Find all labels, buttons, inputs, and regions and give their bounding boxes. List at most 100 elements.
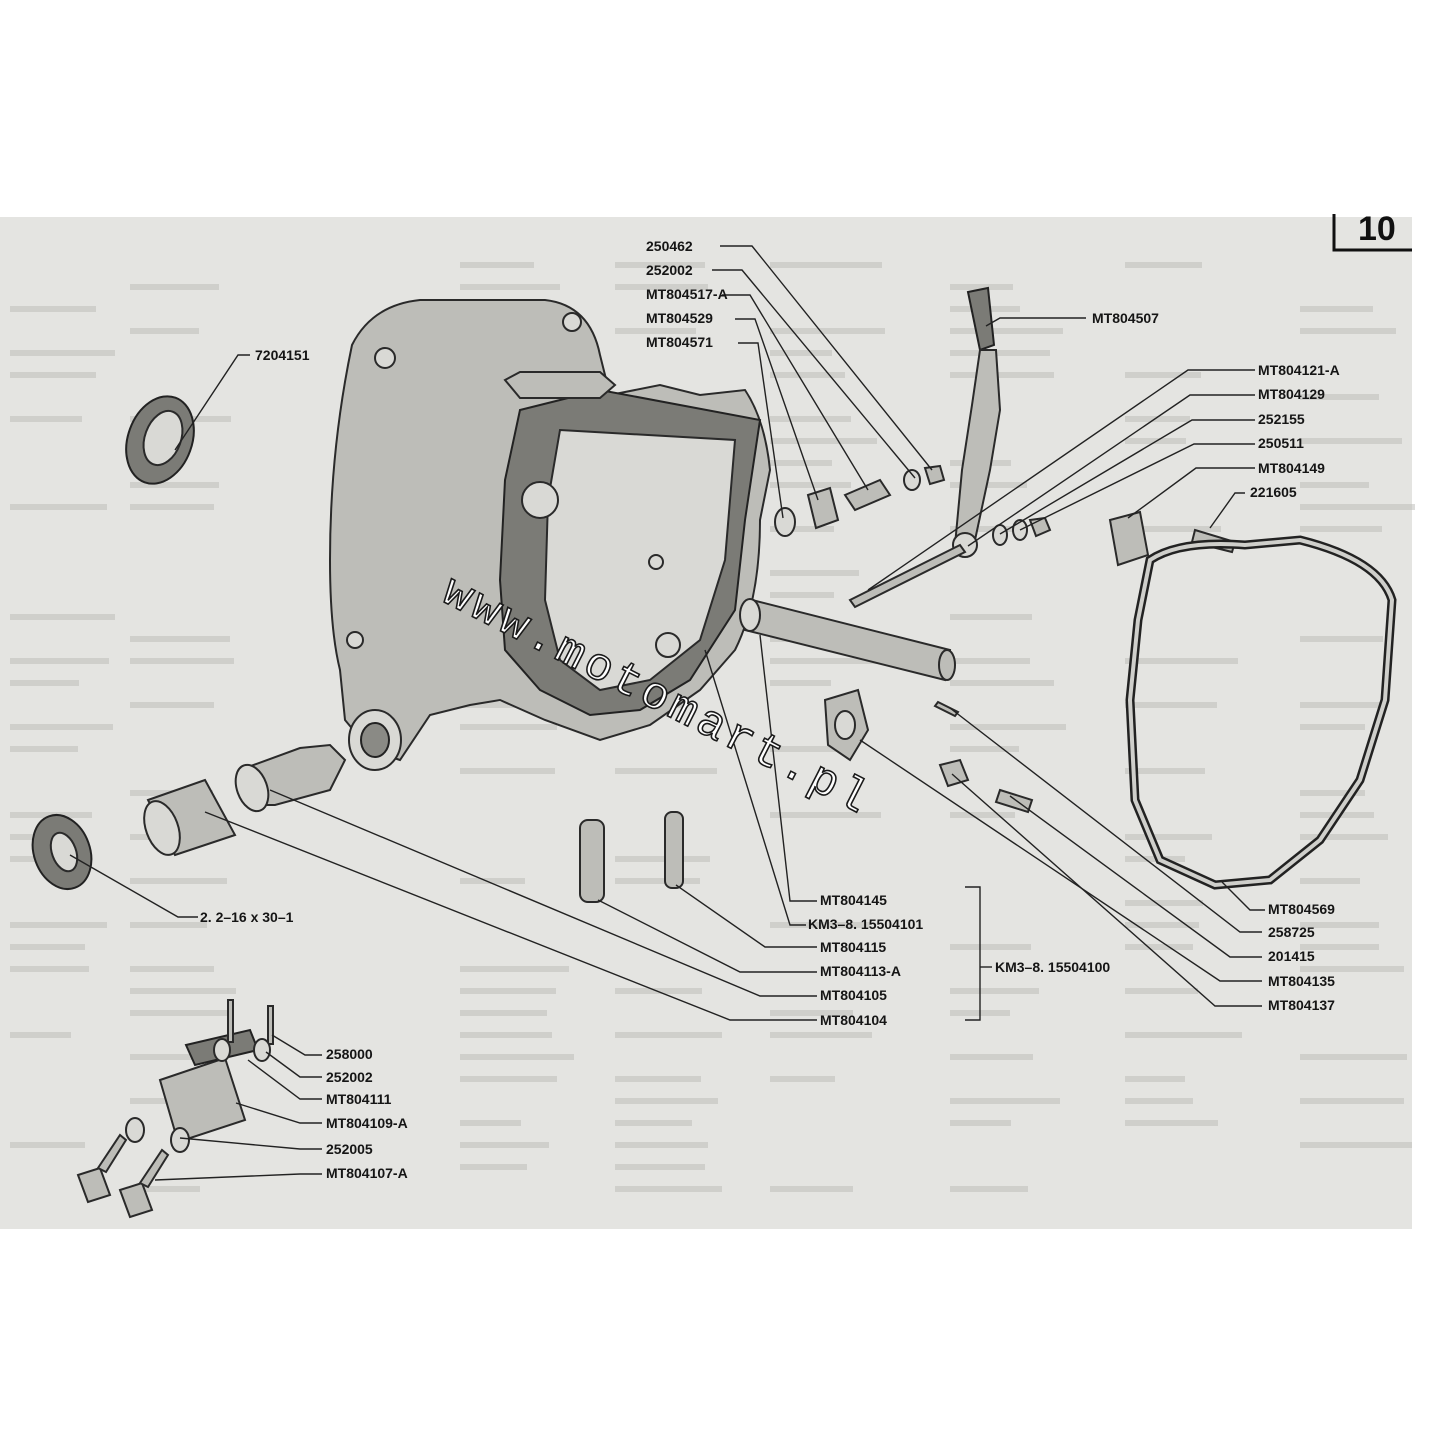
label-MT804571: MT804571 xyxy=(646,334,713,350)
background-text-bar xyxy=(460,768,555,774)
background-text-bar xyxy=(615,284,708,290)
background-text-bar xyxy=(770,482,851,488)
background-text-bar xyxy=(950,680,1054,686)
background-text-bar xyxy=(1125,1076,1185,1082)
background-text-bar xyxy=(615,856,710,862)
background-text-bar xyxy=(950,614,1032,620)
background-text-bar xyxy=(460,1010,547,1016)
background-text-bar xyxy=(770,372,845,378)
background-text-bar xyxy=(950,350,1050,356)
background-text-bar xyxy=(1300,504,1415,510)
background-text-bar xyxy=(950,328,1063,334)
background-text-bar xyxy=(770,1032,872,1038)
background-text-bar xyxy=(615,1142,708,1148)
background-text-bar xyxy=(130,1054,208,1060)
background-text-bar xyxy=(770,658,879,664)
background-text-bar xyxy=(615,1076,701,1082)
background-text-bar xyxy=(615,262,705,268)
background-text-bar xyxy=(460,1032,552,1038)
label-MT804111: MT804111 xyxy=(326,1091,392,1107)
background-text-bar xyxy=(130,1010,233,1016)
background-text-bar xyxy=(10,922,107,928)
label-250511: 250511 xyxy=(1258,435,1304,451)
background-text-bar xyxy=(770,570,859,576)
background-text-bar xyxy=(1125,372,1201,378)
background-text-bar xyxy=(460,1164,527,1170)
background-text-bar xyxy=(950,658,1030,664)
background-text-bar xyxy=(770,526,834,532)
background-text-bar xyxy=(1125,922,1199,928)
leader-lines xyxy=(69,245,1265,1181)
background-text-bar xyxy=(770,416,851,422)
background-text-bar xyxy=(460,988,556,994)
bushing-left-pair xyxy=(143,743,347,857)
gearbox-housing xyxy=(328,299,772,771)
background-text-bar xyxy=(10,306,96,312)
lower-assembly-parts xyxy=(76,999,274,1219)
label-252002-bottom: 252002 xyxy=(326,1069,373,1085)
label-250462: 250462 xyxy=(646,238,693,254)
label-MT804109-A: MT804109-A xyxy=(326,1115,408,1131)
background-text-bar xyxy=(130,328,199,334)
background-text-bar xyxy=(1300,1098,1404,1104)
background-text-bar xyxy=(1125,944,1193,950)
background-text-bar xyxy=(10,1032,71,1038)
background-text-bar xyxy=(950,1098,1060,1104)
background-text-bar xyxy=(1125,702,1217,708)
background-text-bar xyxy=(460,966,569,972)
background-text-bar xyxy=(10,680,79,686)
background-text-bar xyxy=(1300,394,1379,400)
background-text-bar xyxy=(950,1186,1028,1192)
label-MT804135: MT804135 xyxy=(1268,973,1335,989)
label-MT804115: MT804115 xyxy=(820,939,886,955)
background-text-bar xyxy=(10,724,113,730)
background-text-bar xyxy=(1300,878,1360,884)
background-text-bar xyxy=(10,966,89,972)
label-221605: 221605 xyxy=(1250,484,1297,500)
label-MT804107-A: MT804107-A xyxy=(326,1165,408,1181)
background-text-bar xyxy=(1300,834,1388,840)
label-258725: 258725 xyxy=(1268,924,1315,940)
background-text-bar xyxy=(615,1186,722,1192)
oil-seal-lower-left xyxy=(31,814,93,890)
parts-catalog-sheet xyxy=(0,217,1412,1229)
background-text-bar xyxy=(1300,526,1382,532)
background-text-bar xyxy=(130,658,234,664)
label-7204151: 7204151 xyxy=(255,347,310,363)
background-text-bar xyxy=(1300,306,1373,312)
background-text-bar xyxy=(1125,1120,1218,1126)
part-labels: 7204151 250462 252002 MT804517-A MT80452… xyxy=(200,238,1340,1181)
label-MT804149: MT804149 xyxy=(1258,460,1325,476)
label-MT804517-A: MT804517-A xyxy=(646,286,728,302)
background-text-bar xyxy=(1300,482,1369,488)
label-MT804113-A: MT804113-A xyxy=(820,963,901,979)
label-MT804137: MT804137 xyxy=(1268,997,1335,1013)
label-252005: 252005 xyxy=(326,1141,373,1157)
background-text-bar xyxy=(1300,438,1402,444)
background-text-bar xyxy=(1125,900,1203,906)
background-text-bar xyxy=(950,1054,1033,1060)
label-201415: 201415 xyxy=(1268,948,1315,964)
background-text-bar xyxy=(1125,526,1221,532)
oil-seal-7204151 xyxy=(125,395,195,485)
background-text-bar xyxy=(770,460,832,466)
page-number-box: 10 xyxy=(1332,210,1412,252)
background-text-bar xyxy=(770,812,881,818)
background-text-bar xyxy=(770,1186,853,1192)
background-text-bar xyxy=(1300,328,1396,334)
background-text-bar xyxy=(950,944,1031,950)
background-text-bar xyxy=(1300,702,1380,708)
background-text-bar xyxy=(770,746,851,752)
background-text-bar xyxy=(10,746,78,752)
background-text-bar xyxy=(460,262,534,268)
label-252155: 252155 xyxy=(1258,411,1305,427)
background-text-bar xyxy=(10,416,82,422)
background-text-bar xyxy=(130,636,230,642)
background-text-bar xyxy=(1300,922,1379,928)
label-KM3-8-15504101: KM3–8. 15504101 xyxy=(808,916,923,932)
background-text-bar xyxy=(460,1076,557,1082)
background-text-bar xyxy=(1300,790,1365,796)
label-MT804569: MT804569 xyxy=(1268,901,1335,917)
background-text-bar xyxy=(950,746,1019,752)
background-text-bar xyxy=(950,284,1013,290)
